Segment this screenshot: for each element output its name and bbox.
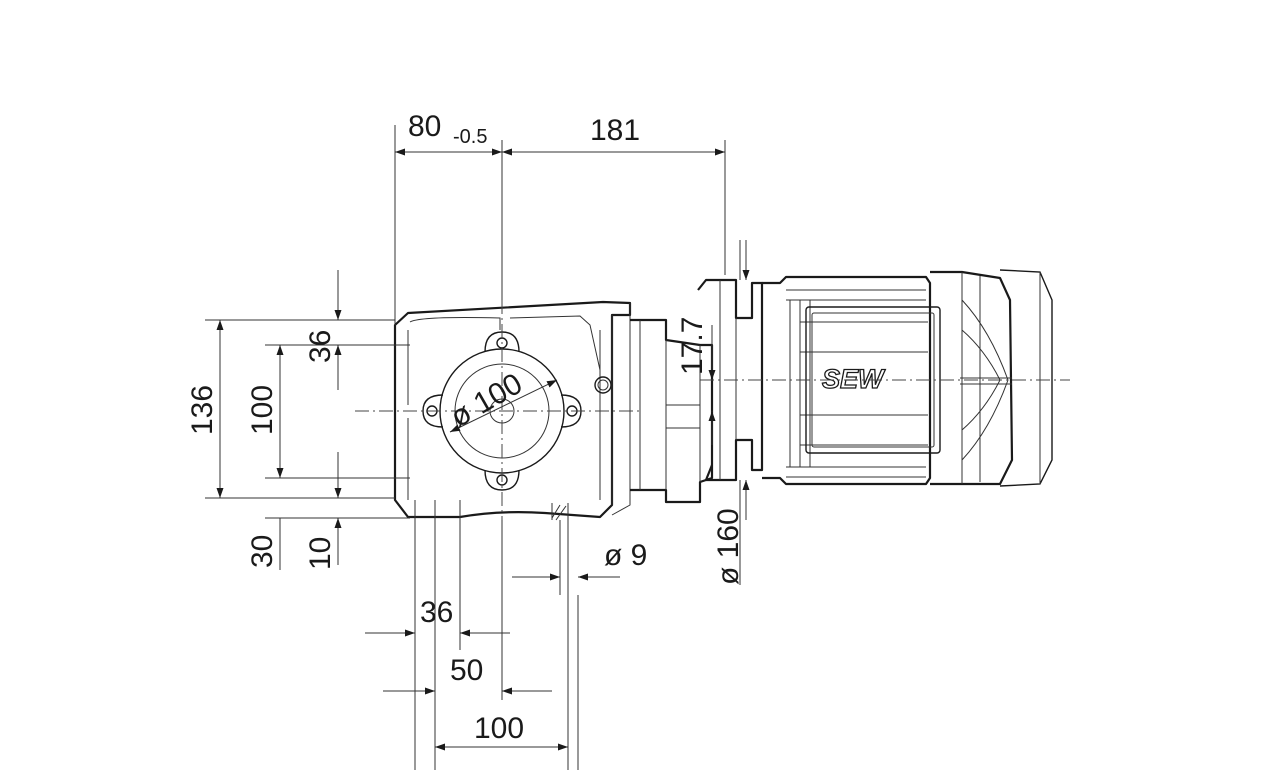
dimension-labels: 80 -0.5 181 136 100 36 30 10 ø 100 17.7 … — [186, 110, 745, 745]
dim-label-160: ø 160 — [712, 508, 745, 585]
dim-label-136: 136 — [186, 385, 219, 435]
dim-label-30: 30 — [246, 535, 279, 568]
dim-label-80: 80 — [408, 110, 441, 143]
dim-label-181: 181 — [590, 114, 640, 147]
sew-logo: SEW — [822, 364, 886, 394]
extension-lines — [205, 125, 741, 770]
dim-line-diameter-100 — [449, 379, 558, 433]
adapter — [630, 318, 714, 504]
dimension-lines — [216, 148, 750, 751]
dim-label-hole-9: ø 9 — [604, 539, 647, 572]
dim-label-36-horizontal: 36 — [420, 596, 453, 629]
dim-label-80-tolerance: -0.5 — [453, 126, 487, 148]
dim-label-17-7: 17.7 — [676, 317, 709, 375]
dim-label-36-vertical: 36 — [304, 330, 337, 363]
dim-label-diameter-100: ø 100 — [445, 367, 528, 434]
dim-label-10: 10 — [304, 537, 337, 570]
dim-label-100-horizontal: 100 — [474, 712, 524, 745]
motor-body: SEW — [762, 269, 1053, 487]
dim-label-100-vertical: 100 — [246, 385, 279, 435]
dim-label-50: 50 — [450, 654, 483, 687]
